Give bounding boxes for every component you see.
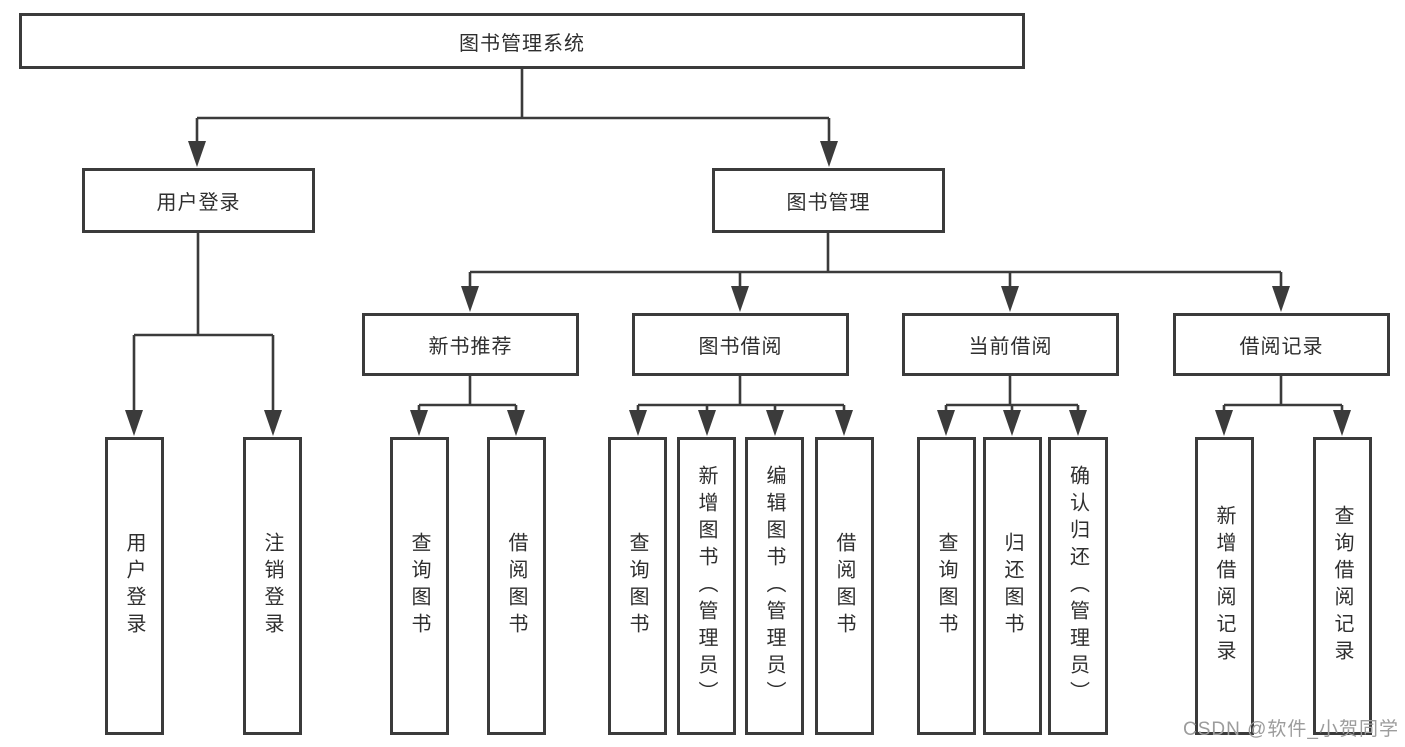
leaf-borrowing-borrow-book-label: 借阅图书 xyxy=(833,532,855,640)
leaf-records-add-record-label: 新增借阅记录 xyxy=(1213,505,1235,667)
leaf-borrowing-add-book-admin-label: 新增图书（管理员） xyxy=(695,464,717,708)
node-book-borrowing: 图书借阅 xyxy=(632,313,849,376)
leaf-borrowing-borrow-book: 借阅图书 xyxy=(815,437,874,735)
leaf-logout-label: 注销登录 xyxy=(261,532,283,640)
leaf-records-add-record: 新增借阅记录 xyxy=(1195,437,1254,735)
leaf-user-login-label: 用户登录 xyxy=(123,532,145,640)
node-book-management-label: 图书管理 xyxy=(786,192,871,214)
leaf-logout: 注销登录 xyxy=(243,437,302,735)
node-new-book-recommend: 新书推荐 xyxy=(362,313,579,376)
node-user-login-label: 用户登录 xyxy=(156,192,241,214)
leaf-current-confirm-return-admin-label: 确认归还（管理员） xyxy=(1066,464,1089,708)
node-current-borrowing-label: 当前借阅 xyxy=(968,336,1053,358)
leaf-borrowing-add-book-admin: 新增图书（管理员） xyxy=(677,437,736,735)
node-user-login: 用户登录 xyxy=(82,168,315,233)
leaf-newbooks-query-book-label: 查询图书 xyxy=(408,532,430,640)
leaf-records-query-record: 查询借阅记录 xyxy=(1313,437,1372,735)
leaf-newbooks-query-book: 查询图书 xyxy=(390,437,449,735)
leaf-borrowing-edit-book-admin: 编辑图书（管理员） xyxy=(745,437,804,735)
leaf-current-return-book-label: 归还图书 xyxy=(1001,532,1023,640)
node-borrowing-records: 借阅记录 xyxy=(1173,313,1390,376)
leaf-newbooks-borrow-book-label: 借阅图书 xyxy=(505,532,527,640)
leaf-borrowing-edit-book-admin-label: 编辑图书（管理员） xyxy=(763,464,785,708)
arrowheads xyxy=(125,141,1351,436)
leaf-current-query-book-label: 查询图书 xyxy=(935,532,957,640)
leaf-current-query-book: 查询图书 xyxy=(917,437,976,735)
leaf-borrowing-query-book-label: 查询图书 xyxy=(626,532,648,640)
leaf-records-query-record-label: 查询借阅记录 xyxy=(1331,505,1353,667)
node-borrowing-records-label: 借阅记录 xyxy=(1239,336,1324,358)
leaf-current-confirm-return-admin: 确认归还（管理员） xyxy=(1048,437,1108,735)
watermark: CSDN @软件_小贺同学 xyxy=(1183,719,1399,740)
node-book-borrowing-label: 图书借阅 xyxy=(698,336,783,358)
node-book-management: 图书管理 xyxy=(712,168,945,233)
node-root-label: 图书管理系统 xyxy=(459,32,585,55)
leaf-user-login: 用户登录 xyxy=(105,437,164,735)
node-new-book-recommend-label: 新书推荐 xyxy=(428,336,513,358)
leaf-current-return-book: 归还图书 xyxy=(983,437,1042,735)
node-root: 图书管理系统 xyxy=(19,13,1025,69)
leaf-newbooks-borrow-book: 借阅图书 xyxy=(487,437,546,735)
leaf-borrowing-query-book: 查询图书 xyxy=(608,437,667,735)
node-current-borrowing: 当前借阅 xyxy=(902,313,1119,376)
